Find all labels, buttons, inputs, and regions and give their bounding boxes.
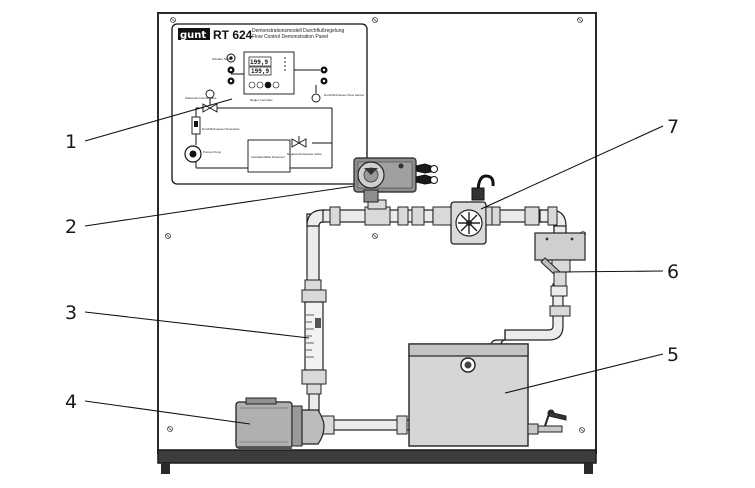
base-rail <box>157 449 597 464</box>
callout-2: 2 <box>65 216 77 238</box>
adjuster-valve-symbol <box>291 136 307 148</box>
callout-1: 1 <box>65 131 77 153</box>
callout-4: 4 <box>65 391 77 413</box>
label-flowmeter: Durchflußmesser Flowmeter <box>202 127 240 131</box>
label-switch: Schalter Switch <box>212 57 233 61</box>
controller-display-top: 199,9 <box>250 59 268 66</box>
control-valve-actuator <box>353 157 438 203</box>
controller-display-bottom: 199,9 <box>251 68 269 75</box>
flow-sensor-symbol <box>311 93 321 103</box>
label-flow-sensor: Durchflußmesser Flow Sensor <box>324 93 364 97</box>
adjuster-valve <box>534 232 586 317</box>
reservoir-tank <box>408 343 567 447</box>
callout-7: 7 <box>667 116 679 138</box>
controller-buttons <box>248 81 280 89</box>
pump-motor <box>235 397 325 450</box>
schematic-lines <box>195 69 333 169</box>
reservoir-symbol <box>247 139 291 173</box>
label-controller: Regler Controller <box>250 98 273 102</box>
callout-5: 5 <box>667 344 679 366</box>
label-reservoir: Vorratsbehälter Reservoir <box>251 155 285 159</box>
callout-3: 3 <box>65 302 77 324</box>
flowmeter <box>301 289 327 385</box>
schematic-inset: gunt RT 624 Demonstrationsmodell Durchfl… <box>171 23 368 185</box>
subtitle-german: Demonstrationsmodell Durchflußregelung <box>252 28 344 34</box>
foot-right <box>584 463 593 474</box>
label-control-valve: Stellventil Control Valve <box>185 96 217 100</box>
label-pump: Pumpe Pump <box>203 150 222 154</box>
gunt-logo <box>178 28 210 40</box>
drain-valve <box>527 409 567 435</box>
label-adjuster-valve: Regelventil Adjuster Valve <box>287 152 322 156</box>
callout-leaders <box>84 98 664 425</box>
gunt-logo-text: gunt <box>180 30 206 41</box>
foot-left <box>161 463 170 474</box>
flow-sensor <box>432 174 495 245</box>
subtitle-english: Flow Control Demonstration Panel <box>252 34 328 40</box>
cable-plugs-icon <box>415 163 438 185</box>
model-title: RT 624 <box>213 28 253 42</box>
callout-6: 6 <box>667 261 679 283</box>
